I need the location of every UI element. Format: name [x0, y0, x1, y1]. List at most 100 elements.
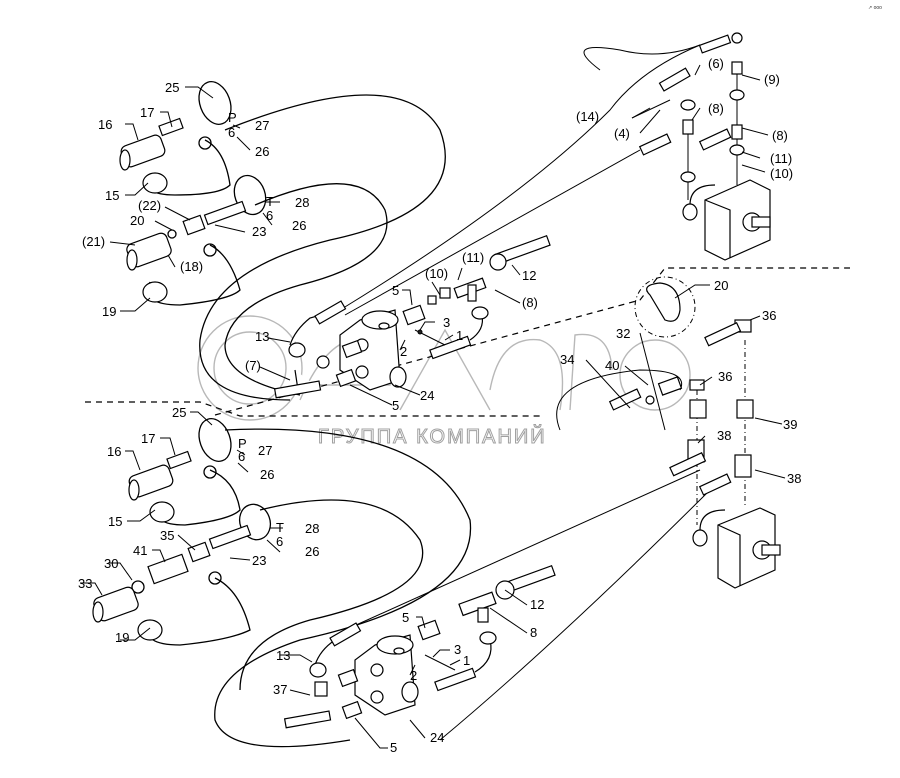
separator-upper — [214, 267, 850, 416]
callout-10p: (10) — [770, 166, 793, 181]
upper-valve-assembly — [273, 234, 551, 399]
callout-40: 40 — [605, 358, 619, 373]
callout-27: 27 — [255, 118, 269, 133]
callout-23: 23 — [252, 224, 266, 239]
callout-26d: 26 — [305, 544, 319, 559]
retaining-ring-28 — [233, 174, 267, 216]
callout-8p2: (8) — [772, 128, 788, 143]
hoses — [199, 44, 721, 748]
adapter-23 — [203, 200, 247, 226]
callout-6d: 6 — [276, 534, 283, 549]
callout-26b: 26 — [292, 218, 306, 233]
callout-8b: 8 — [530, 625, 537, 640]
callout-38b: 38 — [787, 471, 801, 486]
callout-17: 17 — [140, 105, 154, 120]
lower-valve-assembly — [283, 564, 556, 729]
callout-33: 33 — [78, 576, 92, 591]
callout-1: 1 — [456, 328, 463, 343]
callout-4: (4) — [614, 126, 630, 141]
callout-3b: 3 — [454, 642, 461, 657]
callout-18: (18) — [180, 259, 203, 274]
callout-11p: (11) — [770, 151, 792, 166]
callout-tb: T — [276, 520, 284, 535]
callout-20b: 20 — [714, 278, 728, 293]
callout-36: 36 — [762, 308, 776, 323]
callout-19: 19 — [102, 304, 116, 319]
callout-5c: 5 — [402, 610, 409, 625]
callout-7: (7) — [245, 358, 261, 373]
callout-10: (10) — [425, 266, 448, 281]
callout-6b: 6 — [266, 208, 273, 223]
nipple-22 — [182, 214, 206, 236]
callout-25: 25 — [165, 80, 179, 95]
callout-3: 3 — [443, 315, 450, 330]
separator-lower — [85, 401, 540, 417]
callout-6: 6 — [228, 125, 235, 140]
callout-pb: P — [238, 436, 247, 451]
callout-25b: 25 — [172, 405, 186, 420]
coupler-21 — [126, 232, 172, 271]
callout-41: 41 — [133, 543, 147, 558]
callout-labels: 25 17 P 27 16 6 26 15 T 28 (22) 20 23 6 … — [78, 56, 801, 755]
callout-1b: 1 — [463, 653, 470, 668]
callout-t: T — [266, 194, 274, 209]
lower-pump-assembly — [608, 276, 781, 589]
callout-36b: 36 — [718, 369, 732, 384]
retaining-ring-25 — [198, 81, 232, 125]
callout-26: 26 — [255, 144, 269, 159]
callout-30: 30 — [104, 556, 118, 571]
callout-2b: 2 — [410, 668, 417, 683]
callout-24: 24 — [420, 388, 434, 403]
callout-15b: 15 — [108, 514, 122, 529]
coupler-16 — [119, 134, 166, 171]
callout-9: (9) — [764, 72, 780, 87]
callout-13b: 13 — [276, 648, 290, 663]
callout-5d: 5 — [390, 740, 397, 755]
callout-8: (8) — [522, 295, 538, 310]
callout-35: 35 — [160, 528, 174, 543]
callout-14: (14) — [576, 109, 599, 124]
callout-11: (11) — [462, 250, 484, 265]
callout-32: 32 — [616, 326, 630, 341]
callout-2: 2 — [400, 344, 407, 359]
watermark-logo: ГРУППА КОМПАНИЙ — [197, 315, 691, 449]
callout-13: 13 — [255, 329, 269, 344]
lower-couplings — [92, 418, 272, 646]
upper-couplings — [119, 81, 267, 306]
adapter-41 — [147, 553, 189, 585]
callout-21: (21) — [82, 234, 105, 249]
fitting-5b — [335, 368, 357, 388]
callout-23b: 23 — [252, 553, 266, 568]
leader-lines — [80, 64, 786, 749]
callout-17b: 17 — [141, 431, 155, 446]
callout-12: 12 — [522, 268, 536, 283]
callout-24b: 24 — [430, 730, 444, 745]
callout-34: 34 — [560, 352, 574, 367]
adapter-17 — [158, 117, 184, 137]
callout-16: 16 — [98, 117, 112, 132]
callout-27b: 27 — [258, 443, 272, 458]
callout-15: 15 — [105, 188, 119, 203]
callout-16b: 16 — [107, 444, 121, 459]
callout-p: P — [228, 110, 237, 125]
callout-19b: 19 — [115, 630, 129, 645]
pump-body-upper — [704, 179, 771, 261]
callout-6p: (6) — [708, 56, 724, 71]
corner-mark: ↗ ooo — [868, 5, 882, 11]
valve-body-24 — [339, 309, 401, 391]
callout-5: 5 — [392, 283, 399, 298]
callout-28b: 28 — [305, 521, 319, 536]
callout-20: 20 — [130, 213, 144, 228]
callout-6c: 6 — [238, 449, 245, 464]
callout-37: 37 — [273, 682, 287, 697]
fitting-5a — [402, 304, 426, 326]
watermark-subtitle: ГРУППА КОМПАНИЙ — [318, 424, 547, 448]
callout-38: 38 — [717, 428, 731, 443]
upper-pump-assembly — [638, 32, 771, 261]
callout-22: (22) — [138, 198, 161, 213]
callout-39: 39 — [783, 417, 797, 432]
callout-5b: 5 — [392, 398, 399, 413]
callout-12b: 12 — [530, 597, 544, 612]
callout-8p1: (8) — [708, 101, 724, 116]
